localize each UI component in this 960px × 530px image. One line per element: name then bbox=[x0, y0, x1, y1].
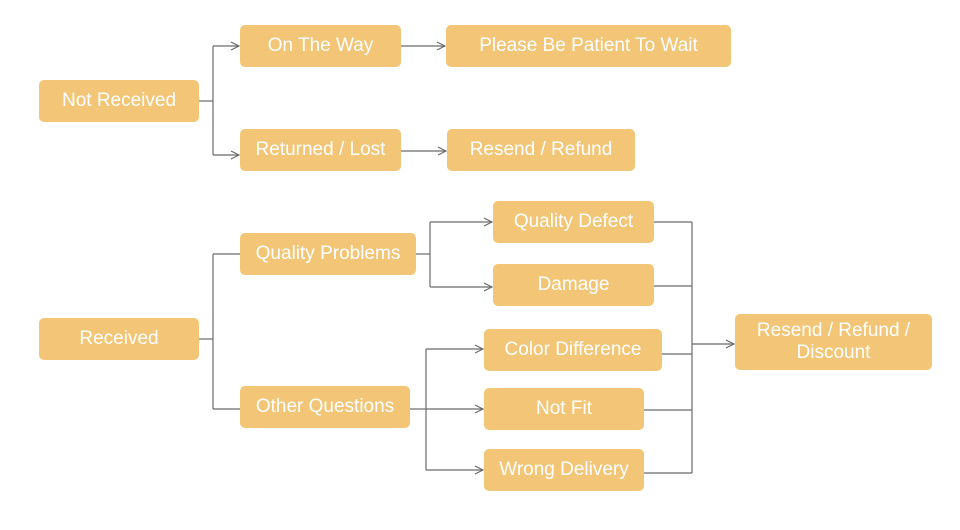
node-color-difference: Color Difference bbox=[484, 329, 662, 371]
node-other-questions: Other Questions bbox=[240, 386, 410, 428]
node-received: Received bbox=[39, 318, 199, 360]
node-returned-lost: Returned / Lost bbox=[240, 129, 401, 171]
node-damage: Damage bbox=[493, 264, 654, 306]
node-wrong-delivery: Wrong Delivery bbox=[484, 449, 644, 491]
node-quality-defect: Quality Defect bbox=[493, 201, 654, 243]
node-quality-problems: Quality Problems bbox=[240, 233, 416, 275]
node-on-the-way: On The Way bbox=[240, 25, 401, 67]
node-please-be-patient: Please Be Patient To Wait bbox=[446, 25, 731, 67]
node-resend-refund-discount: Resend / Refund / Discount bbox=[735, 314, 932, 370]
node-not-fit: Not Fit bbox=[484, 388, 644, 430]
node-not-received: Not Received bbox=[39, 80, 199, 122]
node-resend-refund: Resend / Refund bbox=[447, 129, 635, 171]
